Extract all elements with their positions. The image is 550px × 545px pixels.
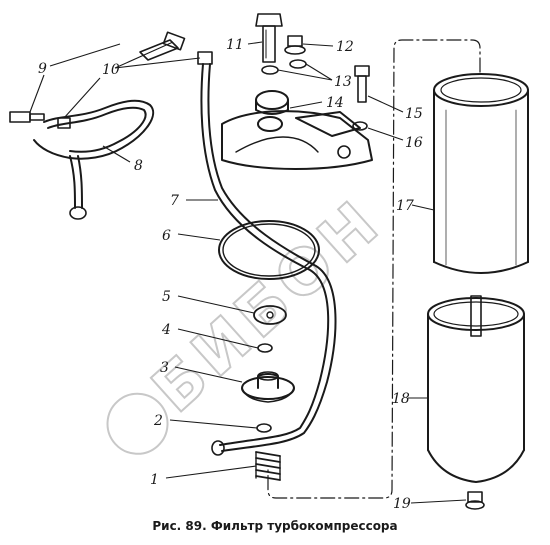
washer-16 <box>352 121 368 131</box>
plate-5 <box>253 305 287 325</box>
callout-2: 2 <box>153 413 163 429</box>
callout-5: 5 <box>162 289 171 305</box>
washer-2 <box>256 423 272 433</box>
element-17 <box>433 73 529 274</box>
valve-3 <box>241 371 295 403</box>
callout-18: 18 <box>392 391 410 407</box>
callout-3: 3 <box>160 360 169 376</box>
callout-16: 16 <box>405 135 423 151</box>
callout-12: 12 <box>336 39 354 55</box>
plug-19 <box>465 491 485 510</box>
callout-9: 9 <box>38 61 47 77</box>
callout-17: 17 <box>396 198 414 214</box>
callout-14: 14 <box>326 95 344 111</box>
cover-14 <box>221 90 373 170</box>
bolt-9 <box>9 111 45 123</box>
callout-4: 4 <box>161 322 171 338</box>
figure-caption: Рис. 89. Фильтр турбокомпрессора <box>152 519 397 533</box>
ring-6 <box>218 220 320 280</box>
callout-8: 8 <box>134 158 143 174</box>
callout-19: 19 <box>393 496 411 512</box>
leader-lines <box>29 41 467 504</box>
bowl-18 <box>427 295 525 483</box>
callout-labels: 9 10 8 11 12 13 14 15 16 7 6 5 4 3 2 1 1… <box>38 37 423 512</box>
callout-11: 11 <box>226 37 244 53</box>
assembly-axis-line <box>267 39 481 499</box>
bolt-11 <box>255 13 283 63</box>
callout-7: 7 <box>170 193 179 209</box>
callout-15: 15 <box>405 106 423 122</box>
bolt-15 <box>354 65 370 103</box>
callout-10: 10 <box>102 62 120 78</box>
callout-6: 6 <box>162 228 171 244</box>
callout-13: 13 <box>334 74 352 90</box>
callout-1: 1 <box>150 472 159 488</box>
plug-12 <box>284 35 306 55</box>
pipe-7 <box>200 63 337 456</box>
spring-1 <box>255 451 281 481</box>
